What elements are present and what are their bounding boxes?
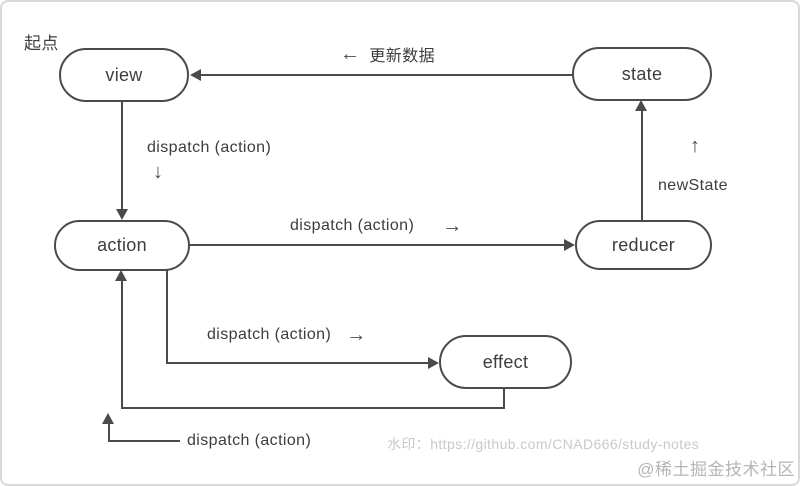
community-badge: @稀土掘金技术社区 bbox=[637, 460, 795, 479]
dispatch-action-to-reducer-label-group: dispatch (action) → bbox=[290, 216, 463, 236]
arrow-down-icon: ↓ bbox=[153, 161, 163, 183]
dispatch-action-to-effect-label-group: dispatch (action) → bbox=[207, 325, 367, 345]
node-state-label: state bbox=[621, 63, 663, 84]
dispatch-action-to-reducer-label: dispatch (action) bbox=[290, 217, 415, 234]
arrowhead-return-into-action-icon bbox=[115, 270, 127, 281]
edge-view-to-action bbox=[121, 102, 123, 210]
dispatch-action-to-effect-label: dispatch (action) bbox=[207, 326, 332, 343]
annotation-arrow-up-icon bbox=[102, 413, 114, 424]
node-reducer: reducer bbox=[575, 220, 712, 270]
node-state: state bbox=[572, 47, 712, 101]
node-view-label: view bbox=[105, 64, 143, 85]
arrow-right-icon: → bbox=[346, 324, 367, 346]
node-reducer-label: reducer bbox=[611, 234, 676, 255]
annotation-leader-horizontal bbox=[108, 440, 180, 442]
new-state-label: newState bbox=[658, 177, 728, 194]
edge-effect-return-up bbox=[121, 280, 123, 409]
edge-state-to-view bbox=[199, 74, 572, 76]
edge-effect-return-horizontal bbox=[121, 407, 505, 409]
edge-action-to-effect-horizontal bbox=[166, 362, 429, 364]
origin-label: 起点 bbox=[24, 34, 59, 53]
node-action-label: action bbox=[97, 235, 147, 255]
edge-effect-return-drop bbox=[503, 389, 505, 409]
dispatch-view-to-action-label: dispatch (action) bbox=[147, 139, 272, 156]
node-effect-label: effect bbox=[482, 351, 529, 372]
watermark-text: 水印：https://github.com/CNAD666/study-note… bbox=[387, 436, 700, 452]
arrow-right-icon: → bbox=[442, 215, 463, 237]
edge-action-to-reducer bbox=[190, 244, 565, 246]
arrowhead-into-reducer-icon bbox=[564, 239, 575, 251]
edge-action-to-effect-vertical bbox=[166, 270, 168, 364]
node-view: view bbox=[59, 48, 189, 102]
arrow-up-icon: ↑ bbox=[690, 135, 700, 157]
annotation-leader-vertical bbox=[108, 422, 110, 441]
dispatch-effect-to-action-label: dispatch (action) bbox=[187, 432, 312, 449]
edge-reducer-to-state bbox=[641, 110, 643, 220]
arrowhead-into-action-icon bbox=[116, 209, 128, 220]
arrowhead-into-effect-icon bbox=[428, 357, 439, 369]
update-data-label-group: ← 更新数据 bbox=[340, 42, 435, 66]
arrowhead-into-view-icon bbox=[190, 69, 201, 81]
node-action: action bbox=[54, 220, 190, 271]
update-data-label: 更新数据 bbox=[369, 48, 436, 65]
arrowhead-into-state-icon bbox=[635, 100, 647, 111]
arrow-left-icon: ← bbox=[340, 43, 361, 65]
node-effect: effect bbox=[439, 335, 572, 389]
